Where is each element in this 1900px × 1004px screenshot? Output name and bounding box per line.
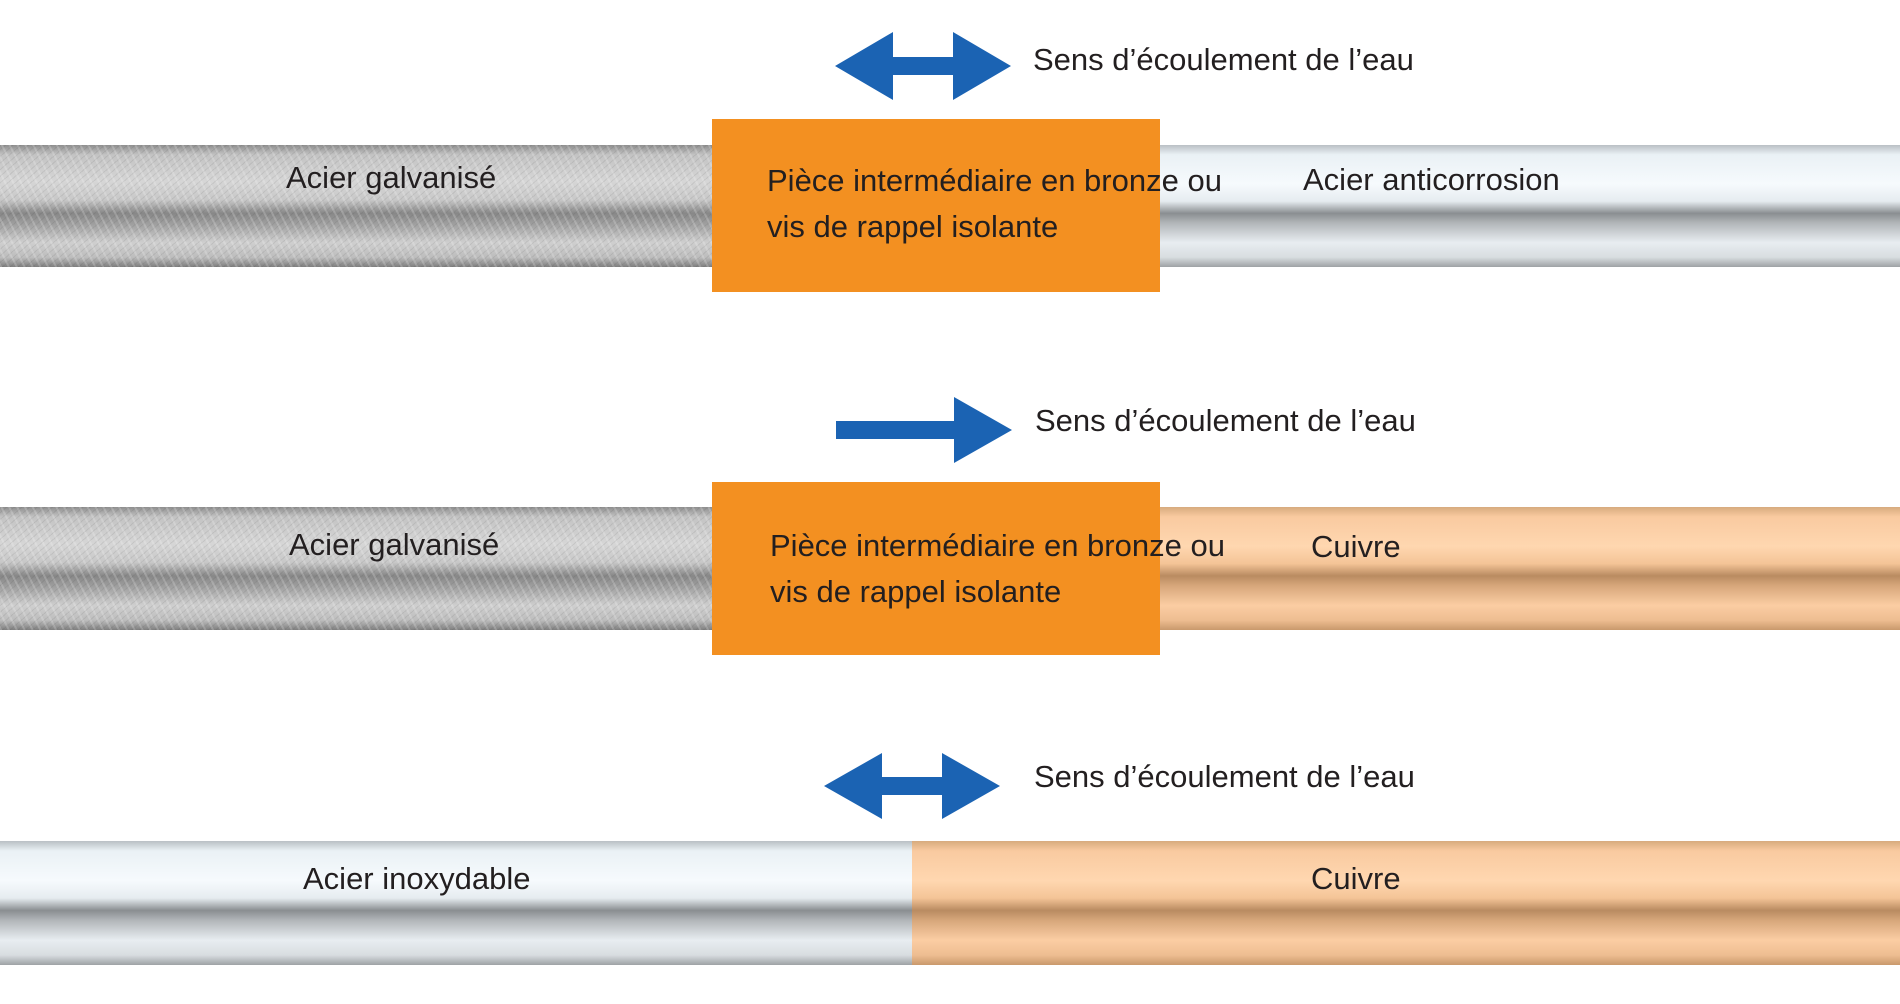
galvanized-steel-pipe [0, 507, 712, 630]
copper-pipe [1160, 507, 1900, 630]
insulating-fitting-label-line1: Pièce intermédiaire en bronze ou [770, 528, 1225, 563]
double-arrow-icon [824, 753, 1000, 819]
flow-direction-label: Sens d’écoulement de l’eau [1033, 42, 1414, 77]
insulating-fitting-label: Pièce intermédiaire en bronze ou vis de … [767, 158, 1222, 250]
insulating-fitting-label: Pièce intermédiaire en bronze ou vis de … [770, 523, 1225, 615]
row-galvanized-to-anticorrosion: Sens d’écoulement de l’eau Acier galvani… [0, 0, 1900, 300]
left-pipe-label: Acier galvanisé [286, 160, 497, 195]
flow-direction-label: Sens d’écoulement de l’eau [1035, 403, 1416, 438]
copper-pipe [912, 841, 1900, 965]
insulating-fitting-label-line2: vis de rappel isolante [767, 209, 1059, 244]
galvanized-steel-pipe [0, 145, 712, 267]
right-pipe-label: Cuivre [1311, 529, 1401, 564]
stainless-steel-pipe [0, 841, 912, 965]
right-pipe-label: Cuivre [1311, 861, 1401, 896]
flow-direction-label: Sens d’écoulement de l’eau [1034, 759, 1415, 794]
left-pipe-label: Acier inoxydable [303, 861, 531, 896]
insulating-fitting-label-line2: vis de rappel isolante [770, 574, 1062, 609]
anticorrosion-steel-pipe [1160, 145, 1900, 267]
insulating-fitting-box [712, 119, 1160, 292]
row-galvanized-to-copper: Sens d’écoulement de l’eau Acier galvani… [0, 397, 1900, 655]
insulating-fitting-label-line1: Pièce intermédiaire en bronze ou [767, 163, 1222, 198]
insulating-fitting-box [712, 482, 1160, 655]
right-arrow-icon [836, 397, 1012, 463]
left-pipe-label: Acier galvanisé [289, 527, 500, 562]
double-arrow-icon [835, 32, 1011, 100]
right-pipe-label: Acier anticorrosion [1303, 162, 1560, 197]
